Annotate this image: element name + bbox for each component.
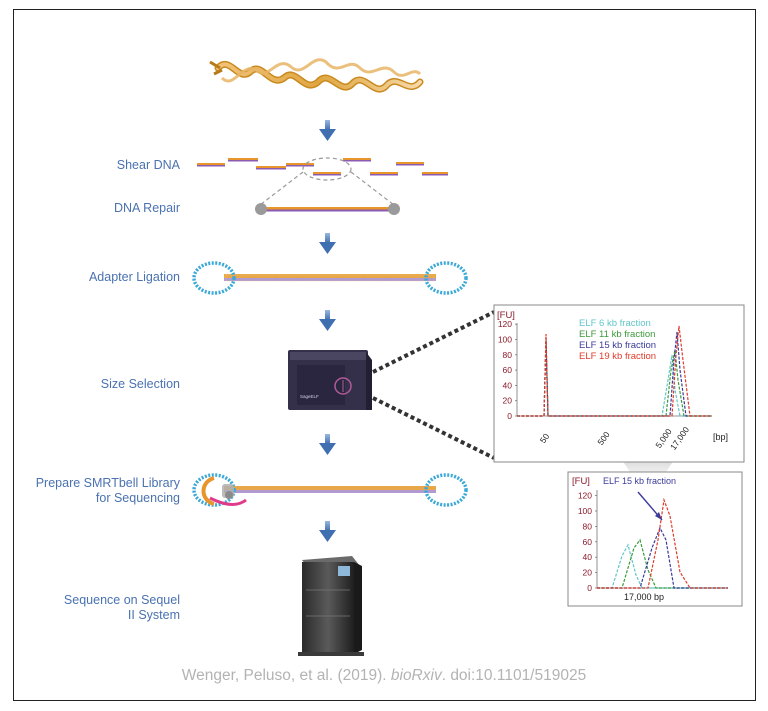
series-line <box>517 325 712 417</box>
down-arrow-icon <box>319 521 336 542</box>
step-adapter-ligation: Adapter Ligation <box>88 270 180 284</box>
y-tick-label: 0 <box>587 583 592 593</box>
y-tick-label: 100 <box>498 335 512 345</box>
citation-doi: . doi:10.1101/519025 <box>441 667 587 684</box>
repaired-dna <box>255 203 400 215</box>
step-prepare-library: Prepare SMRTbell Library for Sequencing <box>35 476 180 505</box>
y-tick-label: 20 <box>503 396 513 406</box>
y-tick-label: 60 <box>583 537 593 547</box>
down-arrow-icon <box>319 310 336 331</box>
citation-journal: bioRxiv <box>390 667 442 684</box>
step-sequence: Sequence on Sequel II System <box>63 593 180 622</box>
figure-frame <box>13 9 756 701</box>
citation: Wenger, Peluso, et al. (2019). bioRxiv. … <box>0 667 768 685</box>
y-tick-label: 20 <box>583 568 593 578</box>
legend-entry: ELF 6 kb fraction <box>579 318 651 329</box>
svg-text:SageELF: SageELF <box>300 394 319 399</box>
callout-connectors <box>372 310 495 460</box>
smrtbell-molecule <box>192 261 468 295</box>
step-size-selection: Size Selection <box>100 377 180 391</box>
step-shear-dna: Shear DNA <box>116 158 180 172</box>
legend-entry: ELF 15 kb fraction <box>579 340 657 351</box>
inset-chart: 0 20 40 60 80 100 120 <box>567 471 743 607</box>
smrtbell-library-molecule <box>192 473 468 507</box>
inset-x-label: 17,000 bp <box>624 592 665 602</box>
y-tick-label: 0 <box>507 411 512 421</box>
sheared-dna-fragments <box>197 157 448 206</box>
y-tick-label: 40 <box>503 380 513 390</box>
y-tick-label: 100 <box>578 506 592 516</box>
step-dna-repair: DNA Repair <box>114 201 180 215</box>
main-chart-y-unit: [FU] <box>497 310 515 321</box>
main-chart-x-unit: [bp] <box>713 432 729 442</box>
y-tick-label: 80 <box>583 521 593 531</box>
y-tick-label: 120 <box>578 491 592 501</box>
y-tick-label: 40 <box>583 552 593 562</box>
inset-annotation: ELF 15 kb fraction <box>603 476 677 486</box>
inset-series-line <box>597 497 728 589</box>
sageelf-instrument-icon: SageELF <box>288 350 372 410</box>
citation-authors: Wenger, Peluso, et al. (2019). <box>181 667 387 684</box>
y-tick-label: 80 <box>503 350 513 360</box>
y-tick-label: 60 <box>503 365 513 375</box>
down-arrow-icon <box>319 120 336 141</box>
dna-helix-icon <box>209 58 424 93</box>
down-arrow-icon <box>319 233 336 254</box>
y-tick-label: 120 <box>498 319 512 329</box>
legend-entry: ELF 11 kb fraction <box>579 329 656 340</box>
down-arrow-icon <box>319 434 336 455</box>
series-line <box>517 331 712 417</box>
sequel-ii-system-icon <box>298 556 364 656</box>
legend-entry: ELF 19 kb fraction <box>579 351 657 362</box>
inset-chart-y-unit: [FU] <box>572 476 590 487</box>
